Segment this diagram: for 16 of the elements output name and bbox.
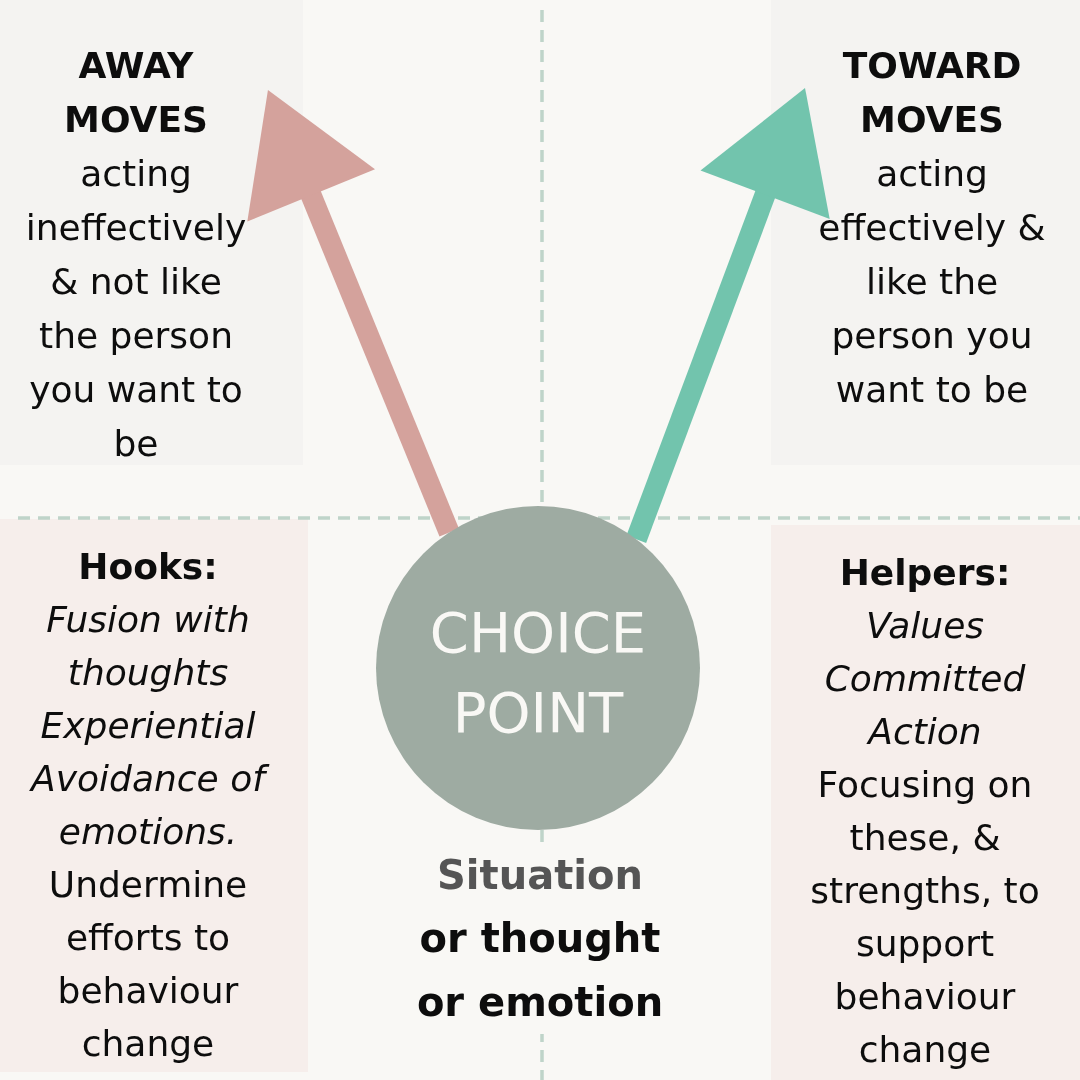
panel-text: Experiential Avoidance of emotions. bbox=[20, 699, 276, 858]
panel-heading: Hooks: bbox=[77, 545, 219, 589]
text-panel bbox=[0, 519, 308, 1072]
panel-text: Committed Action bbox=[823, 657, 1027, 754]
circle-label: CHOICE POINT bbox=[428, 599, 648, 747]
panel-text: Focusing on these, & strengths, to support behaviour change bbox=[809, 763, 1041, 1072]
text-panel bbox=[0, 0, 303, 465]
arrow bbox=[626, 88, 830, 543]
panel-text: acting ineffectively & not like the person you want to be bbox=[24, 152, 248, 466]
panel-text: Undermine efforts to behaviour change bbox=[47, 863, 249, 1066]
panel-text: Fusion with thoughts bbox=[45, 598, 251, 695]
panel-text: Values bbox=[864, 604, 986, 648]
arrow bbox=[247, 89, 459, 537]
text-panel bbox=[771, 0, 1080, 465]
panel-heading: Helpers: bbox=[838, 551, 1012, 595]
panel-text: acting effectively & like the person you want to be bbox=[817, 152, 1047, 412]
